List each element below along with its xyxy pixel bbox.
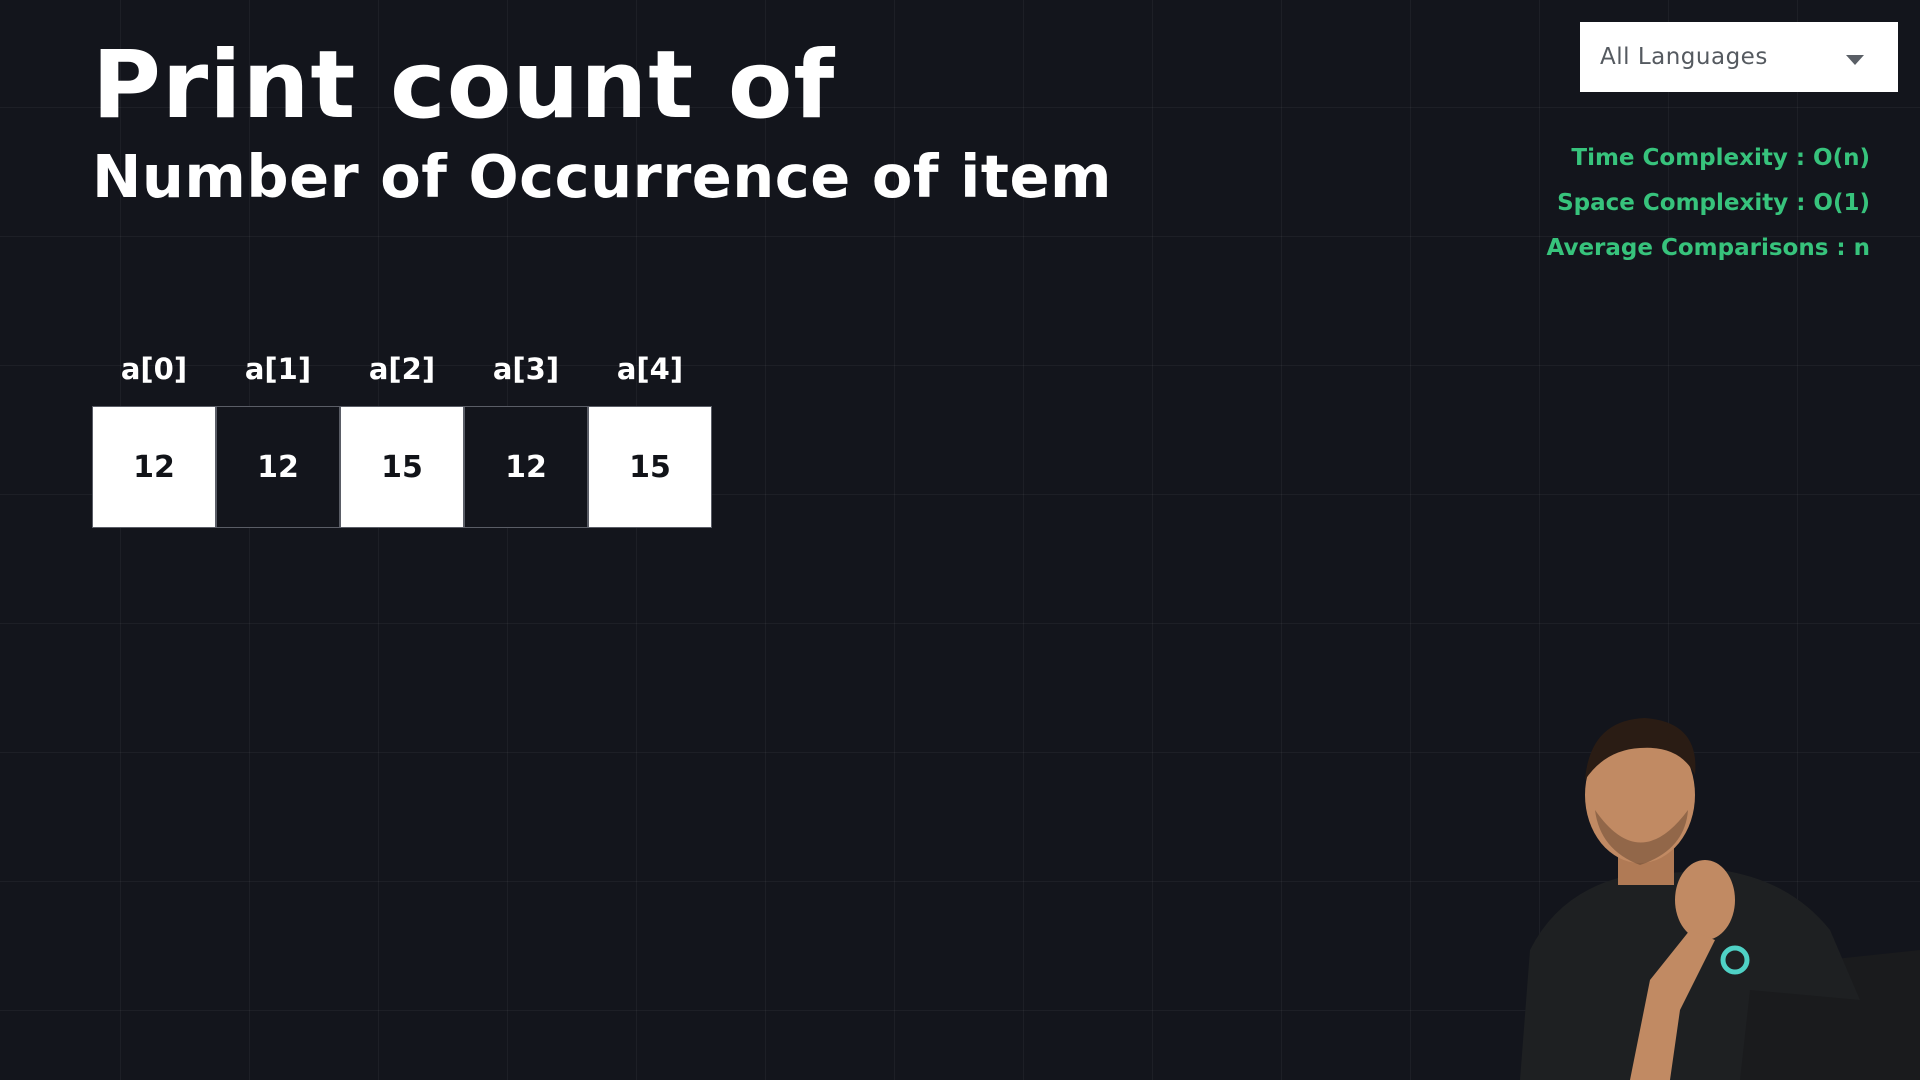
page-title: Print count of xyxy=(92,31,836,140)
presenter-head xyxy=(1585,727,1695,863)
array-index-label: a[4] xyxy=(616,352,684,386)
page-subtitle: Number of Occurrence of item xyxy=(92,142,1112,211)
array-value-box: 12 xyxy=(92,406,216,528)
array-visualization: a[0] 12 a[1] 12 a[2] 15 a[3] 12 a[4] 15 xyxy=(92,346,712,528)
complexity-panel: Time Complexity : O(n) Space Complexity … xyxy=(1546,136,1870,271)
array-index-label: a[2] xyxy=(368,352,436,386)
chevron-down-icon xyxy=(1846,55,1864,65)
array-cell-0: a[0] 12 xyxy=(92,346,216,528)
language-dropdown[interactable]: All Languages xyxy=(1580,22,1898,92)
array-cell-1: a[1] 12 xyxy=(216,346,340,528)
array-index-label: a[0] xyxy=(120,352,188,386)
language-dropdown-value: All Languages xyxy=(1600,44,1768,70)
time-complexity-label: Time Complexity : O(n) xyxy=(1571,145,1870,171)
average-comparisons-label: Average Comparisons : n xyxy=(1546,235,1870,261)
array-value-box: 15 xyxy=(340,406,464,528)
space-complexity-label: Space Complexity : O(1) xyxy=(1557,190,1870,216)
array-cell-2: a[2] 15 xyxy=(340,346,464,528)
array-cell-4: a[4] 15 xyxy=(588,346,712,528)
array-index-label: a[1] xyxy=(244,352,312,386)
array-cell-3: a[3] 12 xyxy=(464,346,588,528)
array-value-box: 12 xyxy=(464,406,588,528)
array-value-box: 12 xyxy=(216,406,340,528)
array-index-label: a[3] xyxy=(492,352,560,386)
presenter-video xyxy=(1520,718,1920,1080)
array-value-box: 15 xyxy=(588,406,712,528)
